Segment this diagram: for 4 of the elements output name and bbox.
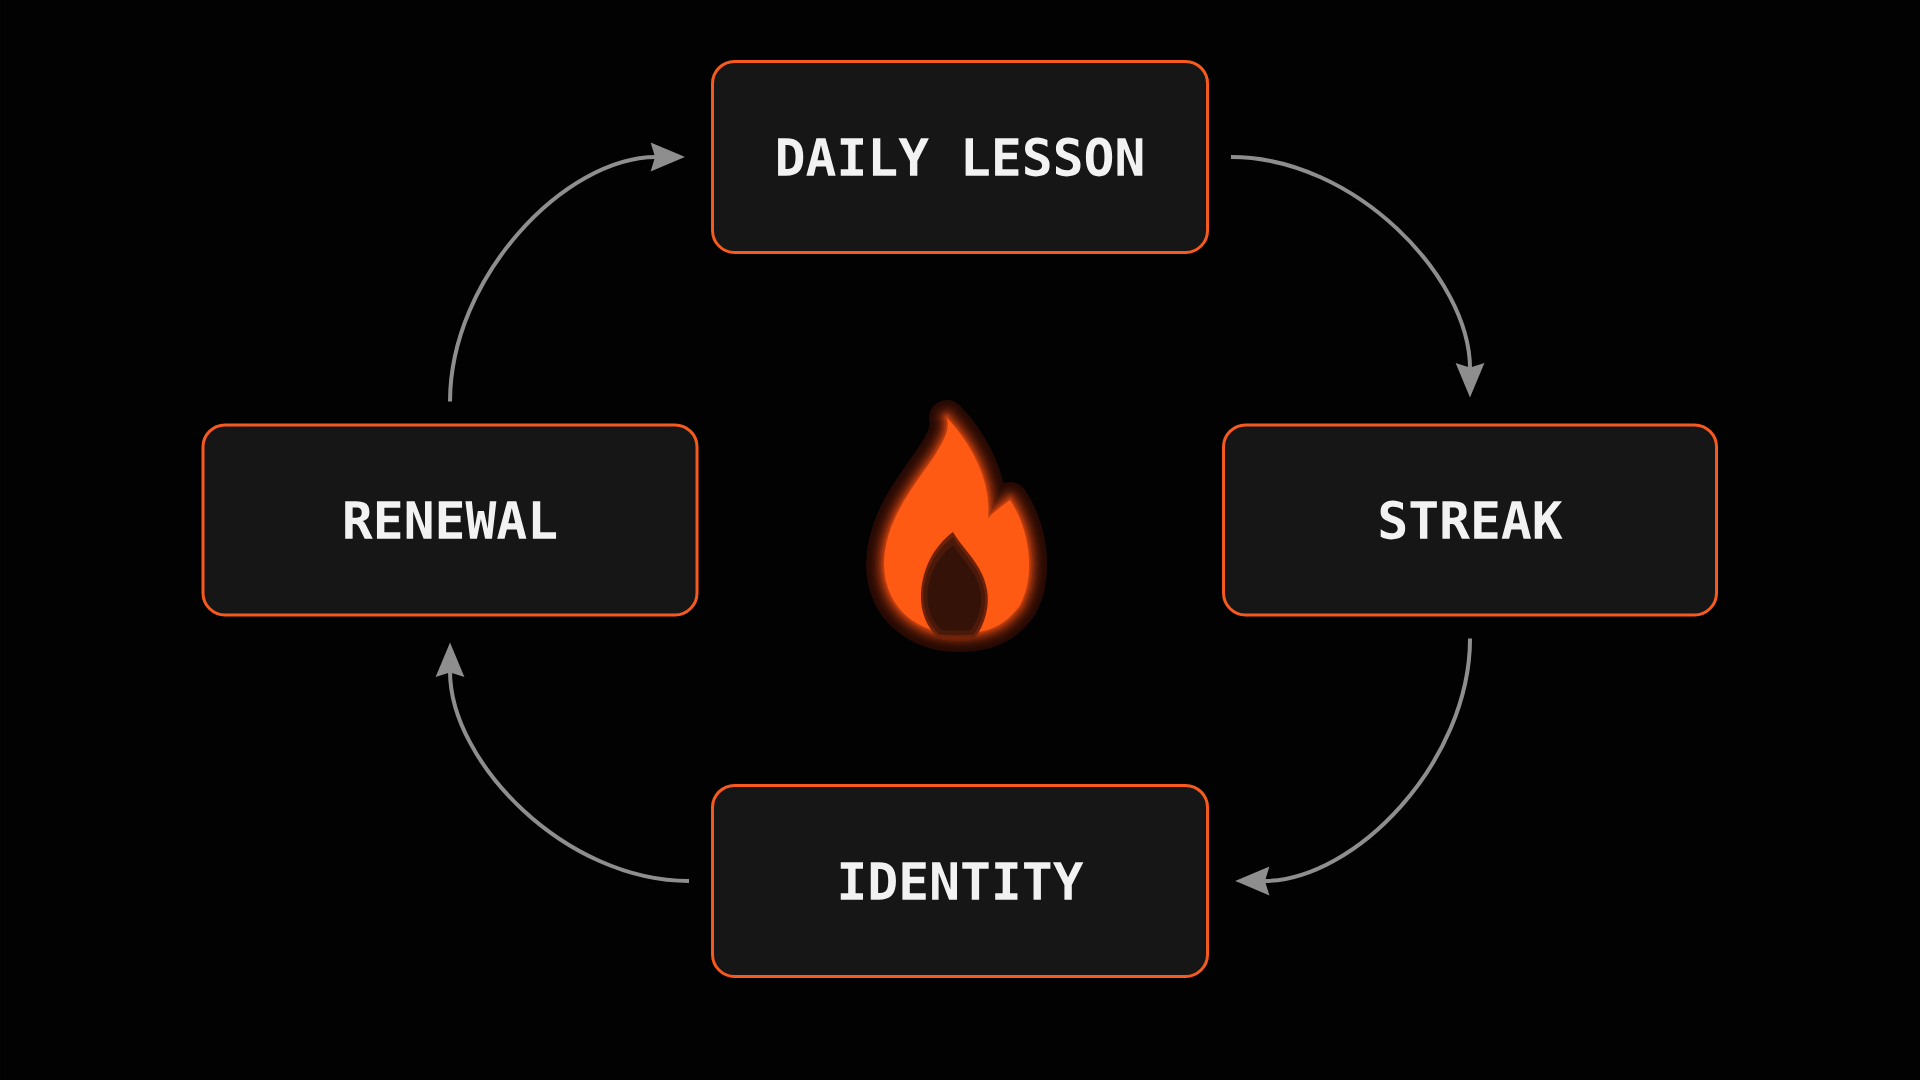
- process-box: RENEWAL: [201, 423, 699, 617]
- process-box: DAILY LESSON: [711, 60, 1209, 254]
- process-box: STREAK: [1222, 423, 1718, 617]
- process-box: IDENTITY: [711, 784, 1209, 978]
